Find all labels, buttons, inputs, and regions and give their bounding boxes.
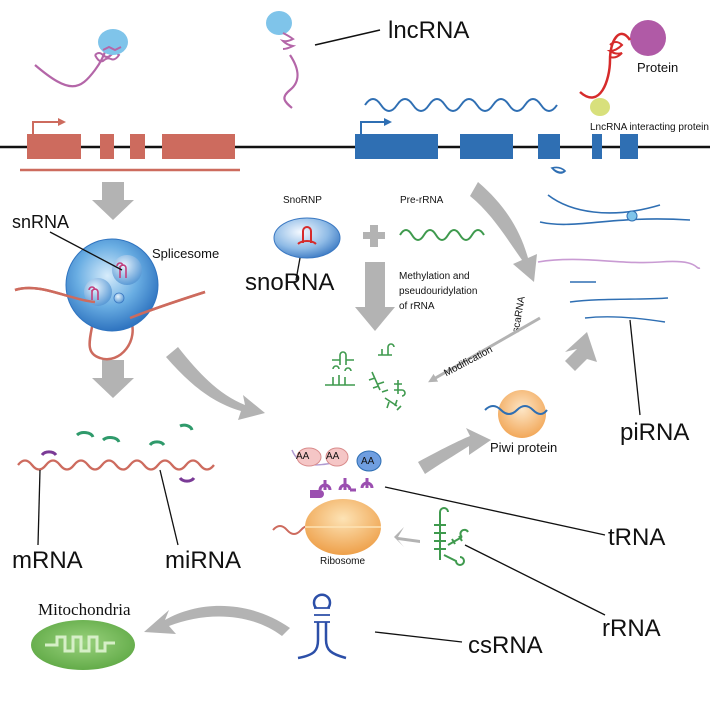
mirna-fragments: [40, 423, 196, 483]
rrna-structure: [434, 507, 469, 566]
arrow-to-ribosome: [166, 347, 265, 420]
snrna-label: snRNA: [12, 212, 69, 232]
mrna-strand: [17, 459, 215, 471]
piwi-protein: [484, 390, 548, 438]
methylation-line-1: Methylation and: [399, 271, 470, 282]
arrow-to-mrna: [92, 360, 134, 398]
pre-rrna-label: Pre-rRNA: [400, 195, 444, 206]
mitochondria-label: Mitochondria: [38, 600, 131, 619]
arrow-to-rrna-modification: [355, 262, 395, 331]
arrow-pirna-to-piwi: [565, 332, 597, 371]
modified-rrna-cluster: [325, 343, 406, 411]
protein-label: Protein: [637, 60, 678, 75]
arrow-rrna-to-ribosome: [394, 527, 420, 547]
splicesome-label: Splicesome: [152, 246, 219, 261]
genome-track: [0, 98, 710, 172]
arrow-to-piwi: [418, 428, 491, 474]
aa-label-1: AA: [296, 451, 310, 462]
rrna-label: rRNA: [602, 615, 661, 642]
piwi-protein-label: Piwi protein: [490, 440, 557, 455]
csrna-hairpin: [297, 593, 347, 660]
lncrna-molecule-left: [34, 29, 128, 88]
lncrna-label: lncRNA: [388, 17, 469, 44]
pre-rrna-wave: [399, 229, 485, 241]
lncrna-molecule-center: [266, 11, 299, 109]
methylation-line-3: of rRNA: [399, 301, 435, 312]
modification-label: Modification: [442, 344, 494, 379]
arrow-to-splicesome: [92, 182, 134, 220]
snornp-particle: [273, 217, 341, 259]
mrna-label: mRNA: [12, 547, 83, 574]
snornp-label: SnoRNP: [283, 195, 322, 206]
arrow-to-scarna: [470, 182, 537, 282]
pirna-transcripts: [537, 166, 701, 323]
lncrna-interacting-protein-label: LncRNA interacting protein: [590, 122, 709, 133]
mitochondria: [31, 620, 135, 670]
aa-label-2: AA: [326, 451, 340, 462]
mirna-label: miRNA: [165, 547, 241, 574]
snorna-label: snoRNA: [245, 269, 334, 296]
protein-complex: [579, 20, 666, 116]
trna-label: tRNA: [608, 524, 665, 551]
aa-label-3: AA: [361, 456, 375, 467]
pirna-label: piRNA: [620, 419, 689, 446]
ribosome-complex: [272, 447, 382, 555]
modification-arrow: [428, 316, 541, 383]
methylation-line-2: pseudouridylation: [399, 286, 477, 297]
plus-sign: [363, 225, 385, 247]
process-arrows: [92, 182, 597, 636]
arrow-to-mitochondria: [144, 605, 290, 636]
splicesome: [14, 238, 206, 361]
csrna-label: csRNA: [468, 632, 543, 659]
ribosome-label: Ribosome: [320, 556, 365, 567]
